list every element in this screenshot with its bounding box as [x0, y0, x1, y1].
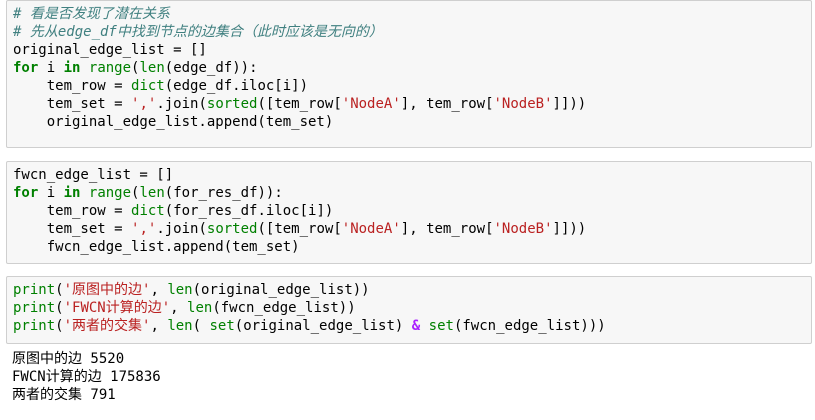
code-cell-3[interactable]: print('原图中的边', len(original_edge_list))p… — [6, 276, 812, 344]
code-line: tem_set = ','.join(sorted([tem_row['Node… — [13, 95, 805, 113]
code-line: for i in range(len(edge_df)): — [13, 59, 805, 77]
code-token: fwcn_edge_list = [] — [13, 167, 174, 183]
code-token: (fwcn_edge_list))) — [453, 318, 606, 334]
code-token: ]])) — [552, 96, 587, 112]
code-token: print — [13, 318, 56, 334]
code-token: (fwcn_edge_list)) — [212, 300, 356, 316]
code-token: tem_set = — [13, 221, 132, 237]
code-token: & — [411, 318, 421, 334]
code-line: print('原图中的边', len(original_edge_list)) — [13, 281, 805, 299]
code-token: for — [13, 60, 39, 76]
code-token: i — [38, 185, 64, 201]
code-token: 'NodeA' — [341, 221, 401, 237]
code-line: fwcn_edge_list = [] — [13, 166, 805, 184]
code-token: ( — [131, 60, 140, 76]
code-token: set — [428, 318, 454, 334]
code-token: '原图中的边' — [63, 282, 151, 298]
code-token: , — [170, 300, 188, 316]
code-token: ], tem_row[ — [400, 96, 494, 112]
code-token: original_edge_list.append(tem_set) — [13, 114, 334, 130]
code-token: ',' — [131, 221, 157, 237]
code-token: 'NodeB' — [493, 96, 553, 112]
code-token: .join( — [156, 96, 207, 112]
code-token: (for_res_df)): — [164, 185, 283, 201]
code-token: tem_set = — [13, 96, 132, 112]
code-token: ( — [192, 318, 210, 334]
code-token: .join( — [156, 221, 207, 237]
code-cell-1[interactable]: # 看是否发现了潜在关系 # 先从edge_df中找到节点的边集合（此时应该是无向… — [6, 0, 812, 148]
code-token: len — [167, 282, 193, 298]
output-line: 原图中的边 5520 — [12, 351, 125, 367]
code-token: in — [63, 185, 81, 201]
code-line: original_edge_list = [] — [13, 41, 805, 59]
code-token: sorted — [206, 221, 258, 237]
code-token: len — [167, 318, 193, 334]
code-cell-2[interactable]: fwcn_edge_list = []for i in range(len(fo… — [6, 161, 812, 264]
output-line: FWCN计算的边 175836 — [12, 369, 161, 385]
code-token: tem_row = — [13, 78, 132, 94]
code-token: len — [139, 185, 165, 201]
code-token: ( — [55, 300, 64, 316]
code-line: original_edge_list.append(tem_set) — [13, 113, 805, 131]
code-token: 'NodeA' — [341, 96, 401, 112]
code-token: for — [13, 185, 39, 201]
code-token: # 看是否发现了潜在关系 — [13, 6, 170, 22]
code-token: ( — [131, 185, 140, 201]
cell-output: 原图中的边 5520 FWCN计算的边 175836 两者的交集 791 — [12, 350, 161, 404]
output-line: 两者的交集 791 — [12, 387, 116, 403]
code-token: # 先从edge_df中找到节点的边集合（此时应该是无向的） — [13, 24, 383, 40]
code-token: ([tem_row[ — [257, 96, 342, 112]
code-token — [80, 185, 88, 201]
code-token: tem_row = — [13, 203, 132, 219]
code-token: len — [139, 60, 165, 76]
code-token: (edge_df.iloc[i]) — [164, 78, 309, 94]
code-line: tem_row = dict(edge_df.iloc[i]) — [13, 77, 805, 95]
code-token: 'FWCN计算的边' — [63, 300, 171, 316]
code-token: ]])) — [552, 221, 587, 237]
code-token: print — [13, 300, 56, 316]
code-line: tem_row = dict(for_res_df.iloc[i]) — [13, 202, 805, 220]
code-token: '两者的交集' — [63, 318, 151, 334]
code-token — [80, 60, 88, 76]
code-token: ], tem_row[ — [400, 221, 494, 237]
code-token: dict — [131, 78, 165, 94]
code-token: (original_edge_list) — [234, 318, 412, 334]
code-line: print('两者的交集', len( set(original_edge_li… — [13, 317, 805, 335]
code-line: # 看是否发现了潜在关系 — [13, 5, 805, 23]
code-token: len — [187, 300, 213, 316]
code-token: dict — [131, 203, 165, 219]
code-line: for i in range(len(for_res_df)): — [13, 184, 805, 202]
code-token: , — [150, 282, 168, 298]
code-line: print('FWCN计算的边', len(fwcn_edge_list)) — [13, 299, 805, 317]
code-token: , — [150, 318, 168, 334]
code-token: ',' — [131, 96, 157, 112]
code-token: 'NodeB' — [493, 221, 553, 237]
code-token: (original_edge_list)) — [192, 282, 370, 298]
code-token: sorted — [206, 96, 258, 112]
code-line: tem_set = ','.join(sorted([tem_row['Node… — [13, 220, 805, 238]
code-line: fwcn_edge_list.append(tem_set) — [13, 238, 805, 256]
code-token: fwcn_edge_list.append(tem_set) — [13, 239, 300, 255]
code-token: ( — [55, 318, 64, 334]
code-token: (for_res_df.iloc[i]) — [164, 203, 334, 219]
code-token — [420, 318, 428, 334]
code-token: in — [63, 60, 81, 76]
code-token: ( — [55, 282, 64, 298]
code-token: i — [38, 60, 64, 76]
code-token: set — [209, 318, 235, 334]
code-token: (edge_df)): — [164, 60, 258, 76]
code-token: original_edge_list = [] — [13, 42, 207, 58]
code-token: ([tem_row[ — [257, 221, 342, 237]
code-line: # 先从edge_df中找到节点的边集合（此时应该是无向的） — [13, 23, 805, 41]
code-token: range — [88, 185, 132, 201]
code-token: print — [13, 282, 56, 298]
code-token: range — [88, 60, 132, 76]
